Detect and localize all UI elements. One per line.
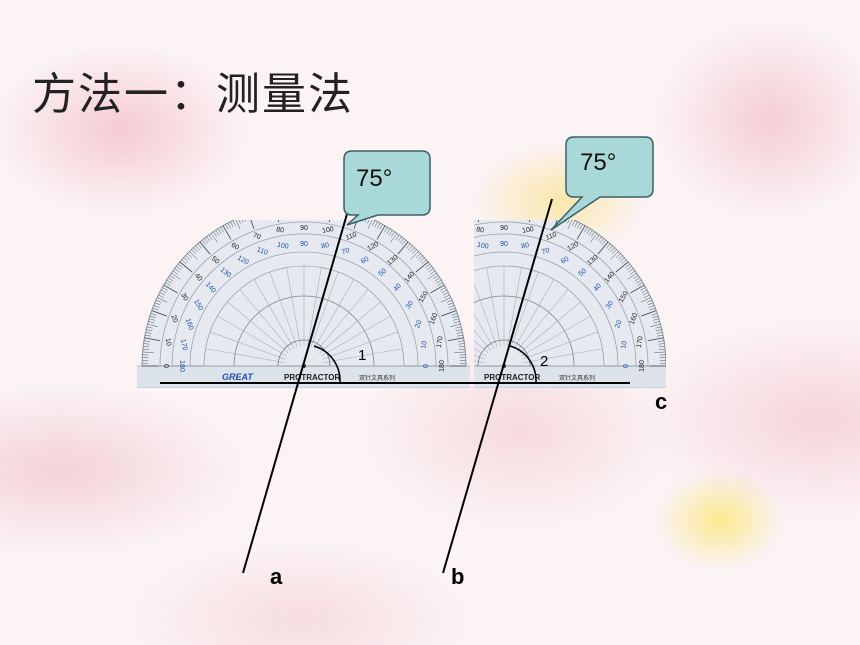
svg-text:100: 100 [476,242,489,251]
svg-text:0: 0 [162,364,169,368]
svg-text:80: 80 [276,226,285,234]
svg-text:120: 120 [366,241,380,253]
angle-1-arc [313,345,341,383]
svg-text:60: 60 [430,242,440,252]
svg-text:50: 50 [377,268,388,278]
svg-text:100: 100 [276,242,289,251]
svg-text:20: 20 [169,314,178,324]
svg-text:120: 120 [566,241,580,253]
svg-text:20: 20 [614,319,623,329]
svg-text:20: 20 [414,319,423,329]
svg-text:40: 40 [393,282,403,293]
svg-text:PROTRACTOR: PROTRACTOR [284,373,341,382]
svg-text:30: 30 [605,300,615,310]
svg-text:80: 80 [521,242,530,250]
svg-text:80: 80 [321,242,330,250]
svg-text:0: 0 [623,364,630,368]
svg-text:50: 50 [577,268,588,278]
svg-text:160: 160 [184,318,195,331]
svg-text:180: 180 [439,360,446,372]
svg-text:70: 70 [452,232,462,241]
svg-text:0: 0 [423,364,430,368]
svg-text:40: 40 [193,272,203,283]
angle-2-label: 2 [540,353,548,370]
svg-text:80: 80 [476,226,485,234]
svg-text:160: 160 [629,312,640,325]
angle-2-arc [509,345,537,383]
callout-right-text: 75° [580,149,616,176]
line-b-label: b [451,564,464,589]
svg-text:110: 110 [456,246,469,256]
line-b [442,198,553,574]
angle-1-label: 1 [358,347,366,364]
svg-text:120: 120 [436,255,450,267]
svg-text:60: 60 [560,256,570,266]
svg-text:GREAT: GREAT [222,372,254,382]
svg-text:70: 70 [341,247,351,256]
line-a-label: a [270,564,283,589]
svg-text:150: 150 [618,290,630,304]
svg-text:70: 70 [252,232,262,241]
svg-text:170: 170 [636,336,645,349]
svg-text:170: 170 [436,336,445,349]
svg-text:10: 10 [620,340,628,349]
svg-text:110: 110 [545,231,558,241]
svg-text:30: 30 [405,300,415,310]
svg-text:30: 30 [179,292,189,302]
svg-text:双针文具系列: 双针文具系列 [359,374,395,382]
svg-text:40: 40 [593,282,603,293]
callout-left-text: 75° [356,165,392,192]
svg-text:180: 180 [178,360,185,372]
slide-title: 方法一：测量法 [32,69,354,120]
svg-text:60: 60 [230,242,240,252]
svg-text:50: 50 [210,255,221,265]
svg-text:150: 150 [418,290,430,304]
svg-text:170: 170 [179,339,188,352]
line-a [242,213,348,574]
svg-text:110: 110 [256,246,269,256]
svg-text:100: 100 [322,226,335,235]
line-c-label: c [655,389,667,414]
svg-text:90: 90 [500,241,508,248]
svg-text:160: 160 [429,312,440,325]
svg-text:10: 10 [420,340,428,349]
svg-text:90: 90 [300,225,308,232]
svg-text:90: 90 [300,241,308,248]
svg-text:双针文具系列: 双针文具系列 [559,374,595,382]
svg-text:100: 100 [522,226,535,235]
svg-text:120: 120 [236,255,250,267]
callout-left [343,150,431,226]
svg-text:110: 110 [345,231,358,241]
svg-text:10: 10 [164,338,172,347]
svg-text:90: 90 [500,225,508,232]
svg-text:180: 180 [639,360,646,372]
callout-right [550,136,654,231]
svg-text:60: 60 [360,256,370,266]
svg-text:70: 70 [541,247,551,256]
svg-text:150: 150 [192,298,204,312]
svg-text:PROTRACTOR: PROTRACTOR [484,373,541,382]
